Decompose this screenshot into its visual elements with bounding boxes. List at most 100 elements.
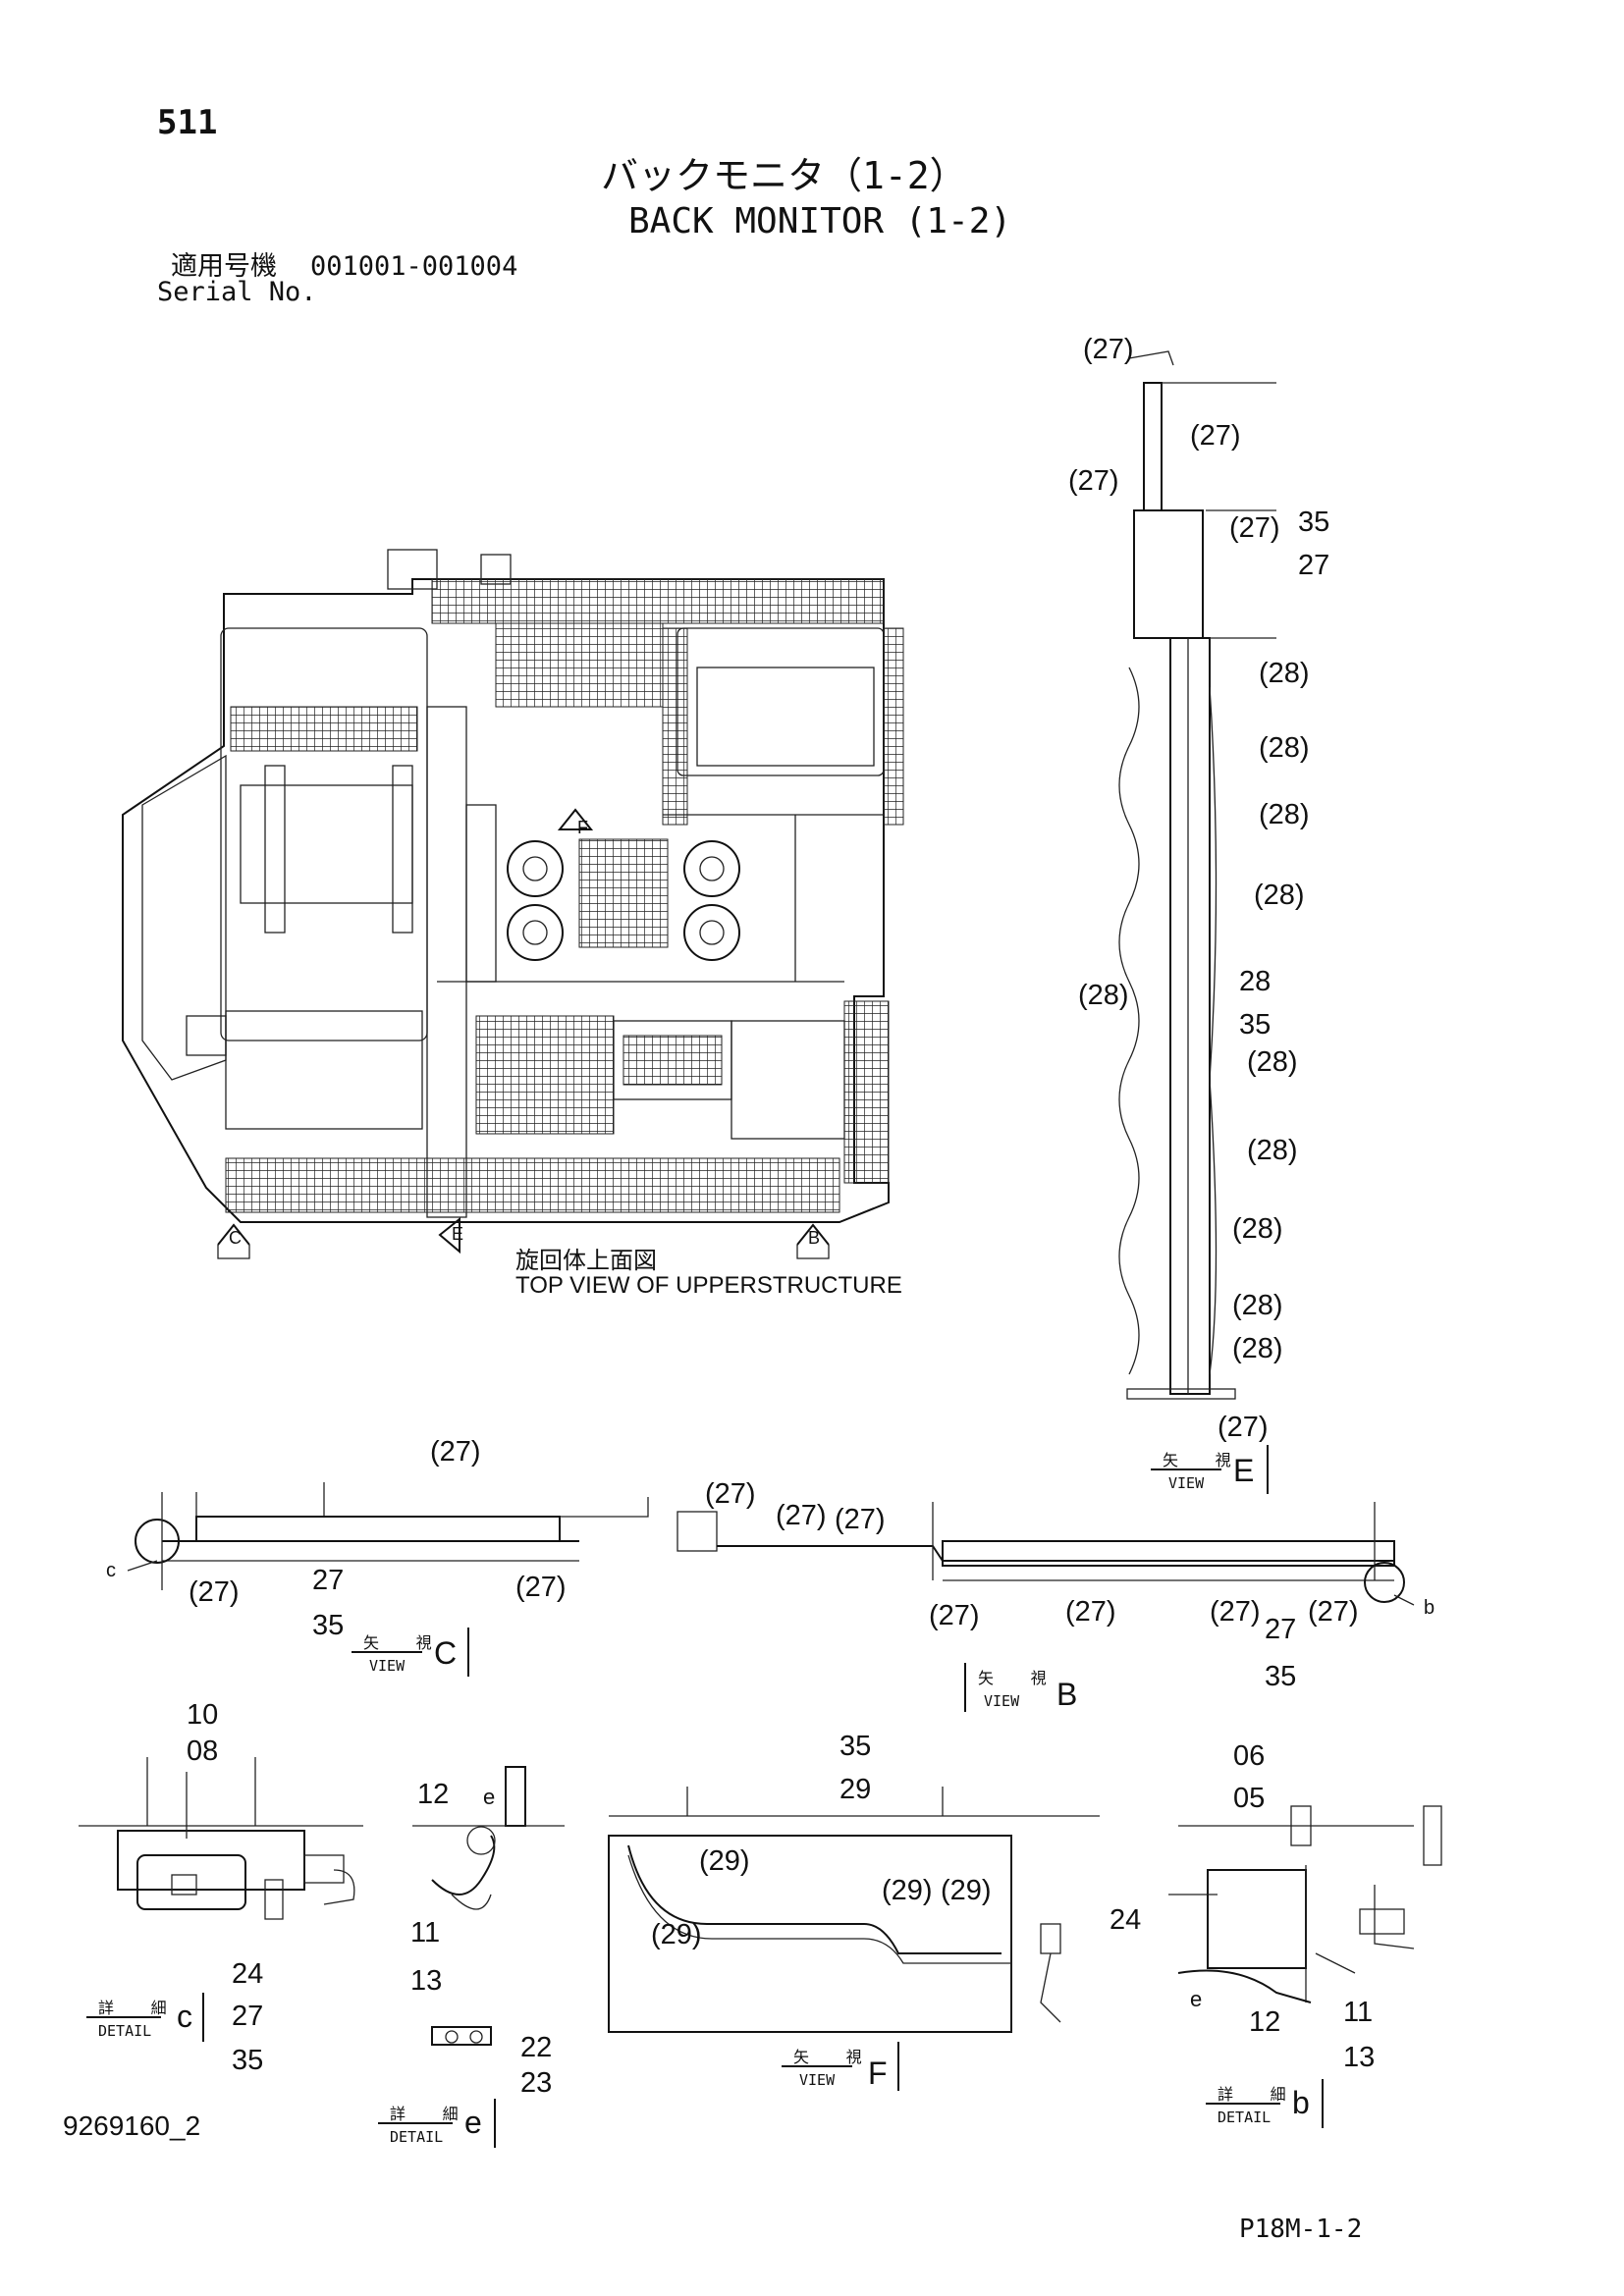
view-jp-text: 矢 視 bbox=[793, 2048, 876, 2066]
view-e-callout: (28) bbox=[1232, 1333, 1283, 1364]
view-f-callout: (29) bbox=[651, 1919, 702, 1950]
detail-c-label: 詳 細 DETAIL c bbox=[86, 1993, 204, 2042]
serial-range: 001001-001004 bbox=[310, 251, 518, 282]
detail-e-callout: 11 bbox=[410, 1917, 441, 1949]
view-c-drawing bbox=[127, 1482, 649, 1590]
view-e-callout: (28) bbox=[1232, 1213, 1283, 1245]
detail-b-callout: 11 bbox=[1343, 1997, 1374, 2028]
view-e-callout: 35 bbox=[1239, 1009, 1272, 1041]
view-e-callout: 28 bbox=[1239, 966, 1272, 997]
detail-c-callout: 08 bbox=[187, 1735, 219, 1767]
detail-b-label: 詳 細 DETAIL b bbox=[1206, 2079, 1324, 2128]
view-jp-text: 矢 視 bbox=[363, 1633, 446, 1652]
view-b-callout: 27 bbox=[1265, 1614, 1297, 1645]
page-code: P18M-1-2 bbox=[1239, 2215, 1363, 2244]
view-e-callout: (28) bbox=[1259, 799, 1310, 830]
view-letter: C bbox=[434, 1635, 458, 1671]
view-b-callout: (27) bbox=[929, 1600, 980, 1631]
view-c-callout: c bbox=[106, 1560, 116, 1581]
view-jp-text: 矢 視 bbox=[978, 1669, 1060, 1687]
detail-jp-text: 詳 細 bbox=[390, 2105, 472, 2123]
view-c-callout: (27) bbox=[515, 1572, 567, 1603]
detail-en-text: DETAIL bbox=[98, 2022, 152, 2040]
view-e-label: 矢 視 VIEW E bbox=[1151, 1445, 1269, 1494]
detail-jp-text: 詳 細 bbox=[98, 1999, 181, 2017]
view-letter: B bbox=[1056, 1677, 1078, 1712]
view-e-callout: (28) bbox=[1254, 880, 1305, 911]
view-b-callout: (27) bbox=[1308, 1596, 1359, 1628]
detail-b-callout: e bbox=[1190, 1987, 1203, 2011]
title-jp: バックモニタ（1-2） bbox=[601, 154, 967, 197]
view-c-callout: 27 bbox=[312, 1565, 345, 1596]
view-b-label: 矢 視 VIEW B bbox=[964, 1663, 1082, 1712]
page-number: 511 bbox=[157, 103, 218, 142]
view-e-callout: (27) bbox=[1229, 512, 1280, 544]
detail-e-callout: 22 bbox=[520, 2032, 553, 2063]
detail-c-callout: 27 bbox=[232, 2001, 264, 2032]
detail-e-drawing bbox=[412, 1766, 565, 2046]
view-b-callout: (27) bbox=[1065, 1596, 1116, 1628]
view-b-callout: (27) bbox=[835, 1504, 886, 1535]
view-e-callout: (28) bbox=[1247, 1046, 1298, 1078]
view-f-callout: (29) bbox=[882, 1875, 933, 1906]
detail-e-callout: 13 bbox=[410, 1965, 443, 1997]
view-c-callout: (27) bbox=[430, 1436, 481, 1468]
view-c-label: 矢 視 VIEW C bbox=[352, 1628, 469, 1677]
top-view-marker-c: C bbox=[229, 1228, 242, 1248]
detail-letter: e bbox=[464, 2105, 482, 2140]
view-en-text: VIEW bbox=[1168, 1474, 1205, 1492]
view-f-drawing bbox=[608, 1787, 1100, 2033]
view-e-callout: (28) bbox=[1259, 658, 1310, 689]
detail-b-callout: 12 bbox=[1249, 2006, 1281, 2038]
view-e-drawing bbox=[1118, 350, 1276, 1400]
view-letter: F bbox=[868, 2056, 888, 2091]
view-e-callout: 35 bbox=[1298, 507, 1330, 538]
detail-c-callout: 24 bbox=[232, 1958, 264, 1990]
view-e-callout: (27) bbox=[1083, 334, 1134, 365]
detail-e-callout: 12 bbox=[417, 1779, 450, 1810]
view-b-callout: (27) bbox=[705, 1478, 756, 1510]
drawing-number: 9269160_2 bbox=[63, 2110, 201, 2141]
view-b-drawing bbox=[677, 1502, 1415, 1606]
view-e-callout: 27 bbox=[1298, 550, 1330, 581]
view-f-callout: (29) bbox=[941, 1875, 992, 1906]
detail-e-label: 詳 細 DETAIL e bbox=[378, 2099, 496, 2148]
detail-c-drawing bbox=[79, 1757, 363, 1920]
top-view-marker-e: E bbox=[452, 1224, 464, 1244]
view-e-callout: (28) bbox=[1259, 732, 1310, 764]
view-e-callout: (27) bbox=[1190, 420, 1241, 452]
top-view-caption-jp: 旋回体上面図 bbox=[515, 1247, 657, 1274]
view-en-text: VIEW bbox=[984, 1692, 1020, 1710]
detail-b-callout: 13 bbox=[1343, 2042, 1376, 2073]
view-c-callout: 35 bbox=[312, 1610, 345, 1641]
title-en: BACK MONITOR (1-2) bbox=[628, 201, 1012, 241]
view-b-callout: (27) bbox=[776, 1500, 827, 1531]
view-letter: E bbox=[1233, 1453, 1255, 1488]
top-view-caption-en: TOP VIEW OF UPPERSTRUCTURE bbox=[515, 1272, 902, 1299]
view-b-callout: (27) bbox=[1210, 1596, 1261, 1628]
detail-en-text: DETAIL bbox=[390, 2128, 444, 2146]
view-jp-text: 矢 視 bbox=[1163, 1451, 1245, 1469]
view-e-callout: (28) bbox=[1247, 1135, 1298, 1166]
detail-e-callout: 23 bbox=[520, 2067, 553, 2099]
serial-label-jp: 適用号機 bbox=[171, 251, 277, 282]
detail-c-callout: 10 bbox=[187, 1699, 219, 1731]
view-c-callout: (27) bbox=[189, 1576, 240, 1608]
detail-e-callout: e bbox=[483, 1785, 496, 1809]
detail-en-text: DETAIL bbox=[1218, 2109, 1272, 2126]
detail-c-callout: 35 bbox=[232, 2045, 264, 2076]
detail-jp-text: 詳 細 bbox=[1218, 2085, 1300, 2104]
detail-b-drawing bbox=[1168, 1805, 1442, 2003]
view-e-callout: (27) bbox=[1068, 465, 1119, 497]
view-en-text: VIEW bbox=[369, 1657, 406, 1675]
serial-label-en: Serial No. bbox=[157, 277, 317, 307]
view-en-text: VIEW bbox=[799, 2071, 836, 2089]
view-b-callout: 35 bbox=[1265, 1661, 1297, 1692]
view-f-label: 矢 視 VIEW F bbox=[782, 2042, 899, 2091]
view-e-callout: (28) bbox=[1232, 1290, 1283, 1321]
view-e-callout: (27) bbox=[1218, 1412, 1269, 1443]
upperstructure-outline bbox=[122, 549, 904, 1259]
view-b-callout: b bbox=[1424, 1597, 1435, 1619]
